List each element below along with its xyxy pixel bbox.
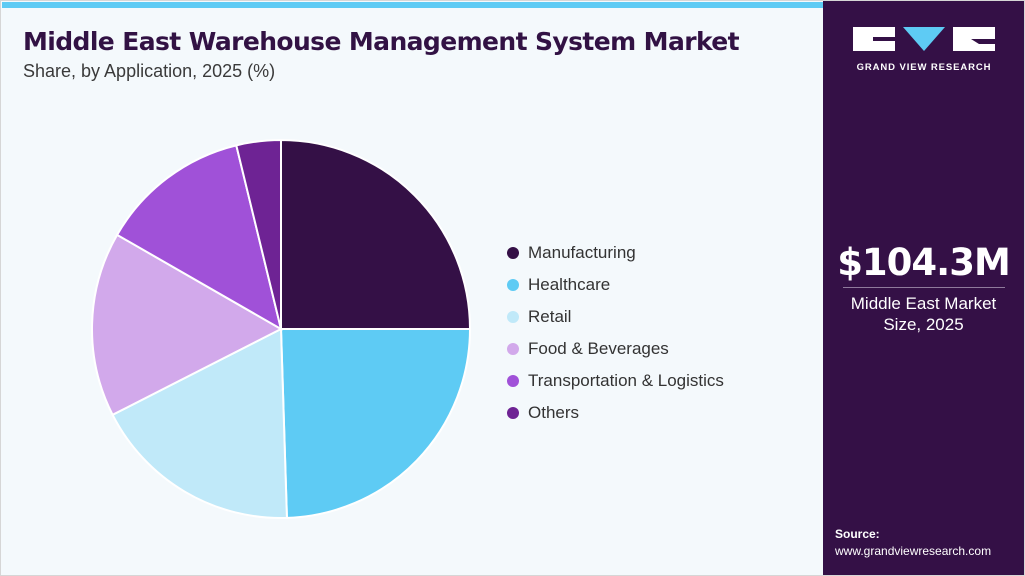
chart-subtitle: Share, by Application, 2025 (%): [23, 61, 276, 81]
legend-item-transportation-logistics: Transportation & Logistics: [507, 365, 724, 397]
legend-swatch: [507, 375, 519, 387]
pie-chart: [91, 138, 472, 519]
source-title: Source:: [835, 527, 880, 541]
legend-label: Healthcare: [528, 275, 611, 294]
brand-name: GRAND VIEW RESEARCH: [856, 62, 992, 73]
market-label-line1: Middle East Market: [850, 294, 997, 313]
legend-swatch: [507, 247, 519, 259]
pie-slice-retail: [111, 327, 288, 519]
chart-title: Middle East Warehouse Management System …: [23, 27, 740, 56]
pie-slice-food-beverages: [91, 233, 284, 417]
legend-item-healthcare: Healthcare: [507, 269, 724, 301]
market-size-label: Middle East Market Size, 2025: [823, 293, 1024, 335]
market-size-value: $104.3M: [837, 241, 1011, 284]
legend-swatch: [507, 343, 519, 355]
pie-slice-healthcare: [279, 328, 472, 519]
legend-label: Retail: [528, 307, 572, 326]
market-label-line2: Size, 2025: [883, 315, 964, 334]
legend-label: Others: [528, 403, 580, 422]
legend-item-food-beverages: Food & Beverages: [507, 333, 724, 365]
pie-slice-transportation-logistics: [115, 144, 283, 332]
chart-legend: Manufacturing Healthcare Retail Food & B…: [507, 237, 724, 429]
source-link[interactable]: www.grandviewresearch.com: [835, 544, 992, 558]
legend-item-others: Others: [507, 397, 724, 429]
legend-swatch: [507, 279, 519, 291]
brand-logo: GRAND VIEW RESEARCH: [853, 27, 995, 77]
legend-label: Food & Beverages: [528, 339, 669, 358]
accent-bar: [2, 2, 824, 8]
legend-label: Transportation & Logistics: [528, 371, 724, 390]
pie-slice-others: [235, 138, 282, 330]
legend-item-retail: Retail: [507, 301, 724, 333]
legend-swatch: [507, 407, 519, 419]
divider: [843, 287, 1005, 288]
side-panel: GRAND VIEW RESEARCH $104.3M Middle East …: [823, 1, 1024, 575]
pie-slice-manufacturing: [280, 138, 472, 330]
legend-swatch: [507, 311, 519, 323]
gvr-logo-icon: [853, 27, 995, 51]
legend-item-manufacturing: Manufacturing: [507, 237, 724, 269]
legend-label: Manufacturing: [528, 243, 636, 262]
